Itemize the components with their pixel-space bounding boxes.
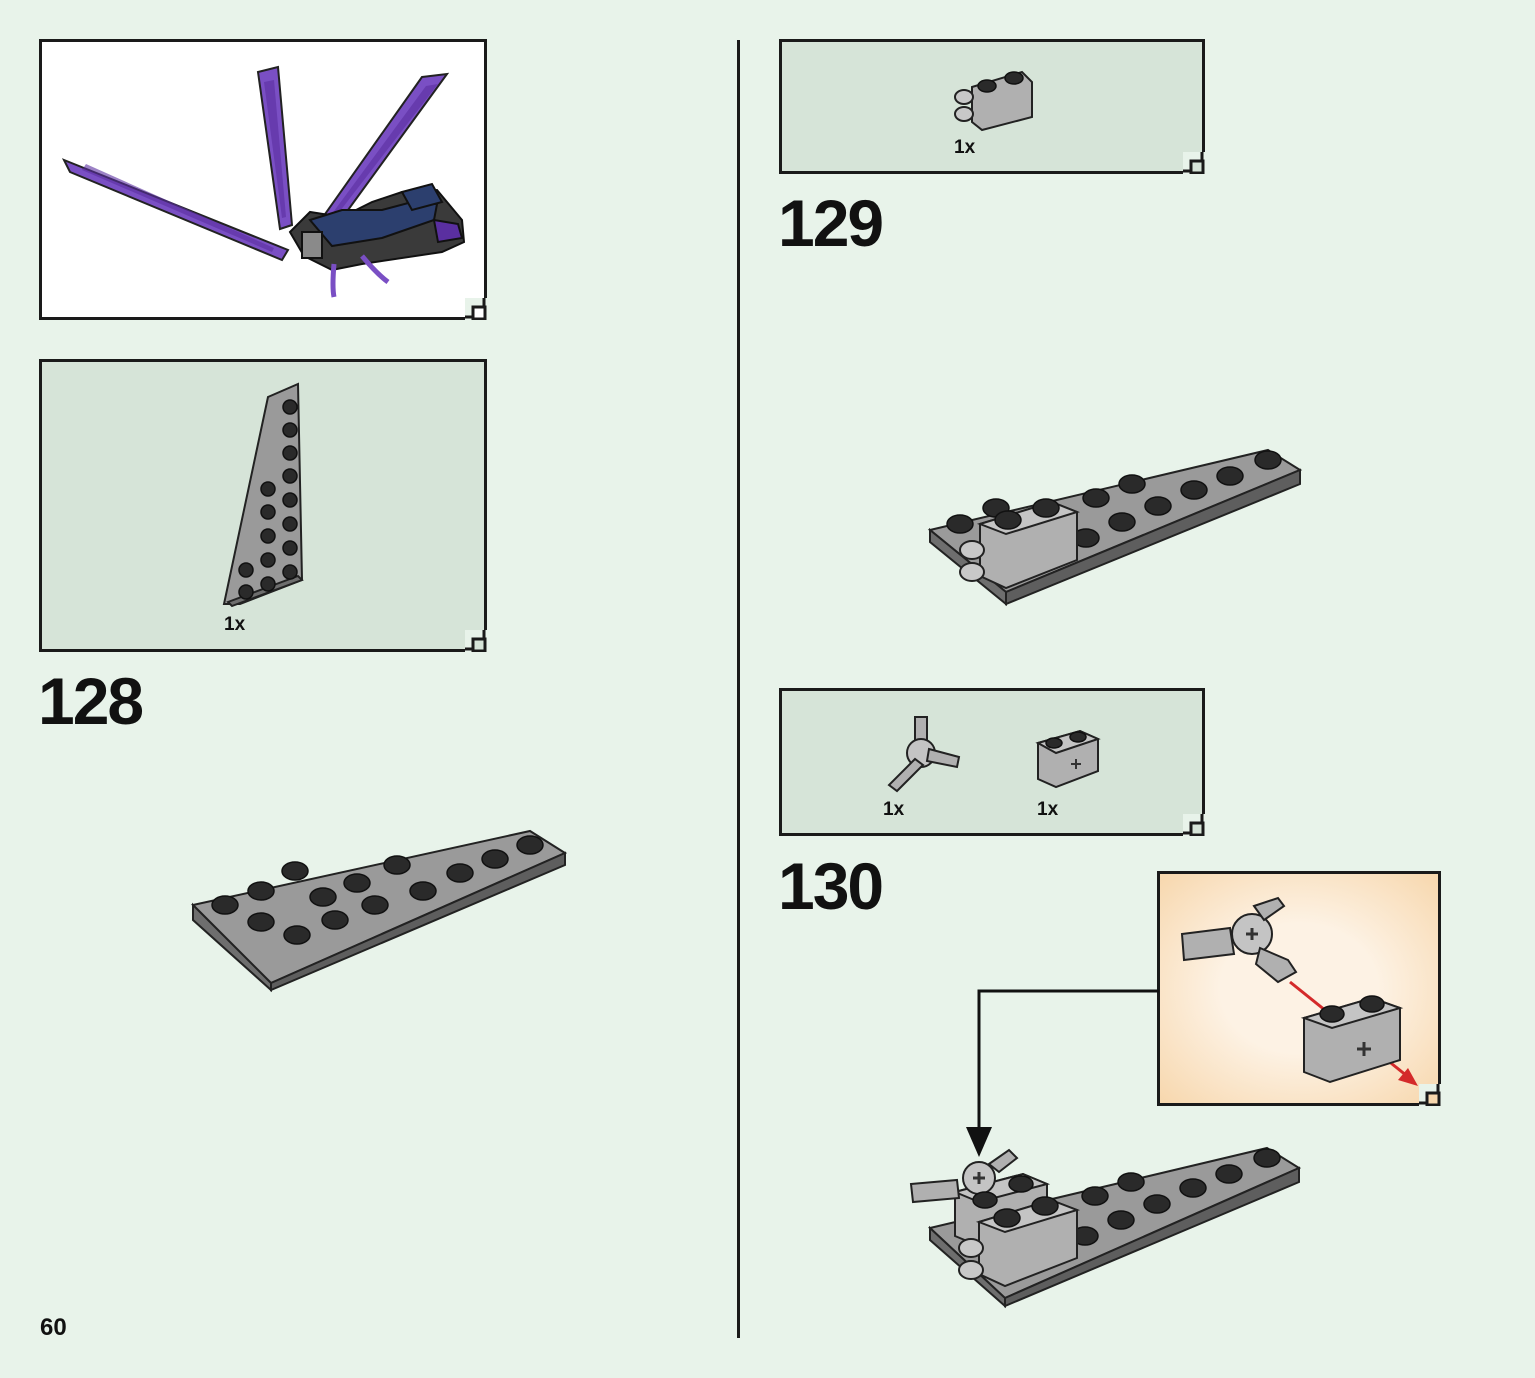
- step-number-129: 129: [778, 186, 884, 260]
- axle-connector-part-icon: [887, 716, 961, 793]
- ender-dragon-wings-illustration: [61, 65, 466, 298]
- step-130-subassembly-callout: [1157, 871, 1441, 1106]
- part-quantity: 1x: [883, 799, 905, 820]
- axle-brick-part-icon: [1035, 729, 1101, 789]
- part-quantity: 1x: [224, 614, 246, 635]
- step-128-build-illustration: [191, 829, 568, 993]
- column-divider: [737, 40, 740, 1338]
- hinge-brick-part-icon: [954, 70, 1033, 132]
- callout-arrow-icon: [966, 989, 1159, 1157]
- panel-corner-icon: [465, 298, 487, 320]
- panel-corner-icon: [465, 630, 487, 652]
- step-129-parts-box: 1x: [779, 39, 1205, 174]
- panel-corner-icon: [1183, 152, 1205, 174]
- step-129-build-illustration: [927, 448, 1303, 607]
- step-128-parts-box: 1x: [39, 359, 487, 652]
- step-number-130: 130: [778, 849, 884, 923]
- step-130-parts-box: 1x 1x: [779, 688, 1205, 836]
- wedge-plate-part-icon: [222, 382, 304, 608]
- panel-corner-icon: [1419, 1084, 1441, 1106]
- connector-into-brick-illustration: [1180, 896, 1418, 1086]
- panel-corner-icon: [1183, 814, 1205, 836]
- model-preview-panel: [39, 39, 487, 320]
- part-quantity: 1x: [954, 137, 976, 158]
- step-number-128: 128: [38, 664, 144, 738]
- step-130-build-illustration: [909, 1146, 1302, 1309]
- page-number: 60: [40, 1314, 67, 1341]
- part-quantity: 1x: [1037, 799, 1059, 820]
